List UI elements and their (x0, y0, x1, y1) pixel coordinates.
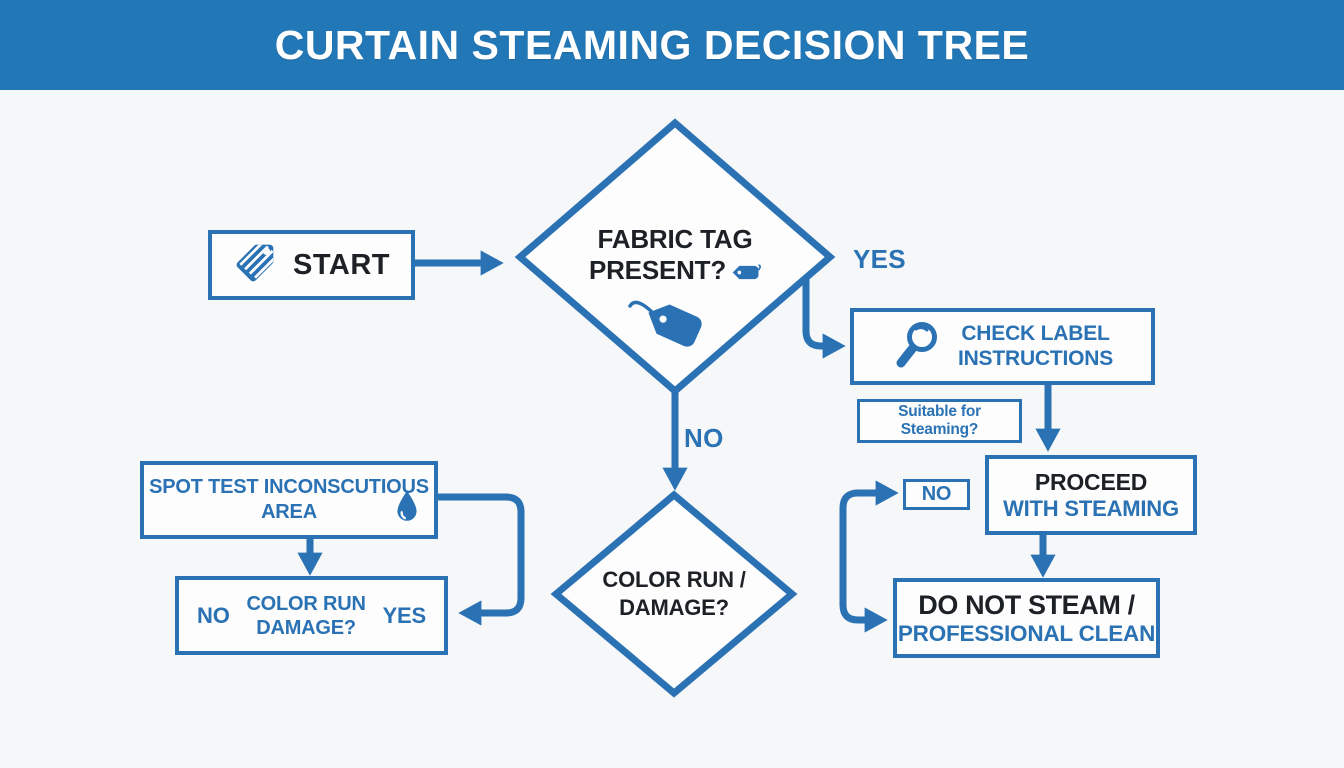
dns-line2: PROFESSIONAL CLEAN (897, 620, 1156, 646)
check-label-line2: INSTRUCTIONS (957, 346, 1114, 370)
edge-no-to-dns (839, 548, 888, 633)
check-label-line1: CHECK LABEL (961, 322, 1110, 346)
hanging-tag-icon (620, 288, 708, 357)
proceed-with-steaming-node: PROCEED WITH STEAMING (985, 455, 1197, 535)
edge-to-no-chip (839, 480, 899, 556)
dns-line1: DO NOT STEAM / (918, 589, 1135, 620)
fabric-line1: FABRIC TAG (597, 224, 753, 254)
spot-test-node: SPOT TEST INCONSCUTIOUS AREA (140, 461, 438, 539)
damage-line2: DAMAGE? (619, 594, 729, 620)
no-chip-node: NO (903, 479, 970, 510)
edge-spot-to-yes (438, 493, 525, 626)
color-run-damage-node: NO COLOR RUN DAMAGE? YES (175, 576, 448, 655)
do-not-steam-node: DO NOT STEAM / PROFESSIONAL CLEAN (893, 578, 1160, 658)
small-tag-icon (731, 257, 762, 288)
suitable-line2: Steaming? (900, 421, 979, 438)
check-label-node: CHECK LABEL INSTRUCTIONS (850, 308, 1155, 385)
tag-icon (233, 241, 277, 290)
page-title: CURTAIN STEAMING DECISION TREE (274, 21, 1030, 68)
colorrun-yes-label: YES (382, 602, 427, 628)
start-label: START (292, 248, 390, 281)
colorrun-line2: DAMAGE? (256, 616, 356, 639)
yes-branch-label: YES (853, 244, 906, 274)
water-drop-icon (394, 490, 420, 529)
proceed-line1: PROCEED (1034, 469, 1148, 496)
spot-line1: SPOT TEST INCONSCUTIOUS (149, 476, 429, 498)
fabric-tag-diamond (514, 118, 836, 396)
suitable-line1: Suitable for (898, 402, 981, 420)
no-branch-label: NO (684, 423, 724, 453)
suitable-for-steaming-node: Suitable for Steaming? (857, 399, 1022, 443)
color-run-damage-diamond (550, 490, 798, 698)
colorrun-no-label: NO (197, 602, 230, 628)
magnifier-icon (892, 318, 944, 375)
spot-line2: AREA (261, 501, 317, 523)
damage-diamond-text: COLOR RUN / DAMAGE? (564, 566, 784, 621)
damage-line1: COLOR RUN / (602, 567, 746, 592)
proceed-line2: WITH STEAMING (1003, 495, 1179, 521)
fabric-diamond-text: FABRIC TAG PRESENT? (545, 224, 805, 288)
colorrun-line1: COLOR RUN (246, 592, 366, 615)
start-node: START (208, 230, 415, 300)
fabric-line2: PRESENT? (588, 255, 727, 286)
title-bar: CURTAIN STEAMING DECISION TREE (0, 0, 1344, 90)
edge-yes-to-check-label (802, 268, 846, 359)
